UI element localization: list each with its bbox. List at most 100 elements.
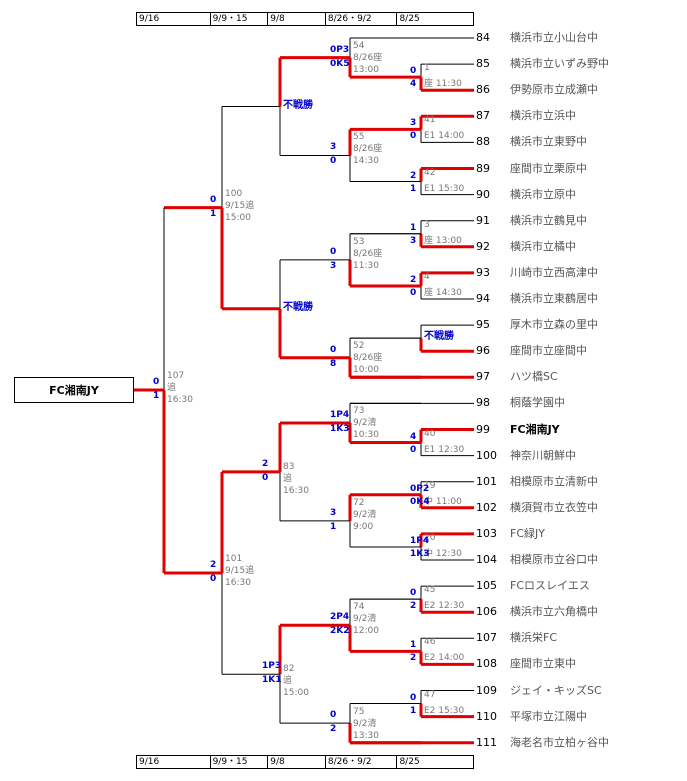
team-number: 86 [476, 83, 490, 97]
match-date: 追 [167, 383, 177, 393]
team-name: 桐蔭学園中 [510, 396, 565, 410]
match-time: 14:30 [353, 156, 379, 167]
match-date: 9/2清 [353, 614, 377, 625]
match-number: 4 [424, 271, 430, 282]
team-name: 神奈川朝鮮中 [510, 448, 576, 462]
match-number: 75 [353, 706, 365, 717]
match-time: 9:00 [353, 521, 374, 532]
round-header-final: 9/16 [137, 756, 211, 768]
round-header-semifinal: 9/9・15 [211, 756, 269, 768]
team-number: 88 [476, 135, 490, 149]
match-number: 100 [225, 188, 243, 199]
score-bottom: 1 [410, 183, 417, 194]
team-number: 89 [476, 161, 490, 175]
score-top: 4 [410, 431, 417, 442]
score-bottom: 1 [410, 705, 417, 716]
score-bottom: 0 [410, 131, 417, 142]
score-top: 2P4 [330, 612, 350, 623]
score-top: 1 [410, 640, 417, 651]
score-bottom: 1K1 [262, 675, 282, 686]
match-date: 8/26座 [353, 53, 383, 63]
team-name: 横浜栄FC [510, 631, 558, 645]
match-number: 54 [353, 41, 365, 51]
team-name: 相模原市立谷口中 [510, 553, 598, 566]
score-top: 0P3 [330, 44, 350, 55]
match-venue-time: 中 12:30 [424, 548, 462, 559]
match-venue-time: E2 15:30 [424, 705, 465, 716]
score-bottom: 2K2 [330, 626, 350, 637]
match-number: 74 [353, 602, 365, 613]
match-time: 16:30 [283, 485, 309, 496]
score-bottom: 1 [330, 521, 337, 532]
team-number: 85 [476, 57, 490, 71]
team-number: 104 [476, 553, 497, 566]
team-number: 84 [476, 31, 490, 44]
team-number: 108 [476, 657, 497, 671]
team-number: 98 [476, 396, 490, 410]
round-header-top: 9/16 9/9・15 9/8 8/26・9/2 8/25 [136, 12, 474, 26]
match-number: 55 [353, 132, 365, 143]
round-header-round2: 8/26・9/2 [326, 13, 398, 25]
score-bottom: 0K4 [410, 496, 430, 507]
match-time: 10:00 [353, 365, 379, 376]
team-name: 横浜市立橘中 [510, 239, 576, 253]
team-number: 111 [476, 735, 497, 749]
round-header-bottom: 9/16 9/9・15 9/8 8/26・9/2 8/25 [136, 755, 474, 769]
team-number: 91 [476, 213, 490, 227]
match-time: 11:30 [353, 260, 379, 271]
team-number: 106 [476, 605, 497, 619]
team-name: 横須賀市立衣笠中 [510, 500, 598, 514]
team-name: 横浜市立鶴見中 [510, 213, 587, 227]
team-name: 海老名市立柏ヶ谷中 [510, 735, 609, 749]
score-top: 2 [262, 458, 269, 469]
score-bottom: 1 [210, 208, 217, 219]
match-date: 9/2清 [353, 718, 377, 729]
team-name: 伊勢原市立成瀬中 [510, 83, 598, 97]
score-top: 3 [330, 507, 337, 518]
team-name: 座間市立座間中 [510, 344, 587, 358]
match-time: 15:00 [283, 688, 309, 699]
score-top: 0P2 [410, 483, 430, 494]
match-number: 72 [353, 497, 365, 508]
round-header-round1: 8/25 [399, 757, 420, 767]
team-number: 100 [476, 448, 497, 462]
score-top: 0 [330, 344, 337, 355]
match-venue-time: E2 14:00 [424, 653, 465, 664]
match-number: 53 [353, 236, 365, 247]
score-bottom: 1K3 [410, 548, 430, 559]
score-bottom: 1K3 [330, 423, 350, 434]
team-number: 109 [476, 683, 497, 697]
team-name: 相模原市立清新中 [510, 474, 598, 488]
team-number: 103 [476, 526, 497, 540]
score-bottom: 3 [410, 235, 417, 246]
match-number: 20 [424, 532, 436, 543]
round-header-round2: 8/26・9/2 [326, 756, 398, 768]
team-name: ハツ橋SC [510, 370, 558, 384]
match-number: 83 [283, 461, 295, 472]
round-header-round1: 8/25 [399, 14, 420, 24]
team-number: 90 [476, 187, 490, 201]
match-time: 15:00 [225, 212, 251, 223]
forfeit-label: 不戦勝 [283, 99, 313, 111]
score-bottom: 2 [330, 724, 337, 735]
score-top: 1P3 [262, 661, 282, 672]
team-number: 87 [476, 109, 490, 123]
score-bottom: 1 [153, 391, 160, 401]
score-top: 2 [410, 274, 417, 285]
match-venue-time: E1 12:30 [424, 444, 465, 455]
score-bottom: 0 [410, 287, 417, 298]
team-number: 107 [476, 631, 497, 645]
team-name: FC緑JY [510, 526, 545, 540]
score-top: 0 [330, 710, 337, 721]
team-number: 94 [476, 292, 490, 305]
match-number: 1 [424, 63, 430, 74]
team-name: ジェイ・キッズSC [510, 683, 602, 697]
match-number: 19 [424, 480, 436, 491]
match-time: 16:30 [225, 578, 251, 589]
match-date: 追 [283, 473, 293, 484]
match-venue-time: E2 12:30 [424, 601, 465, 612]
team-name: 座間市立栗原中 [510, 161, 587, 175]
match-time: 13:00 [353, 65, 379, 75]
score-top: 2 [410, 170, 417, 181]
team-number: 96 [476, 344, 490, 358]
